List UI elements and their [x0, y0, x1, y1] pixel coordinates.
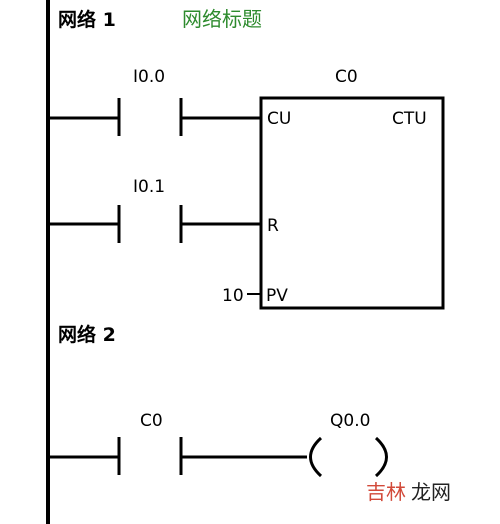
network-1-title: 网络 1	[58, 8, 116, 31]
counter-type: CTU	[392, 109, 427, 129]
coil-q0-0	[309, 436, 388, 478]
contact-i0-1-label: I0.1	[133, 177, 165, 197]
watermark: 吉林 龙网	[366, 480, 451, 504]
network-2-title: 网络 2	[58, 323, 116, 346]
contact-c0-label: C0	[140, 411, 163, 431]
counter-pin-r: R	[267, 216, 279, 236]
counter-box-c0	[259, 96, 445, 310]
contact-i0-1	[48, 205, 261, 243]
watermark-text-b: 龙网	[411, 480, 451, 504]
contact-i0-0	[48, 98, 261, 136]
contact-c0	[48, 437, 307, 475]
contact-i0-0-label: I0.0	[133, 67, 165, 87]
coil-q0-0-label: Q0.0	[330, 411, 370, 431]
watermark-text-a: 吉林	[366, 480, 406, 504]
counter-name: C0	[335, 67, 358, 87]
counter-pin-cu: CU	[267, 109, 291, 129]
network-1-comment: 网络标题	[182, 7, 262, 31]
counter-pv-value: 10	[222, 286, 244, 306]
counter-pin-pv: PV	[266, 286, 288, 306]
